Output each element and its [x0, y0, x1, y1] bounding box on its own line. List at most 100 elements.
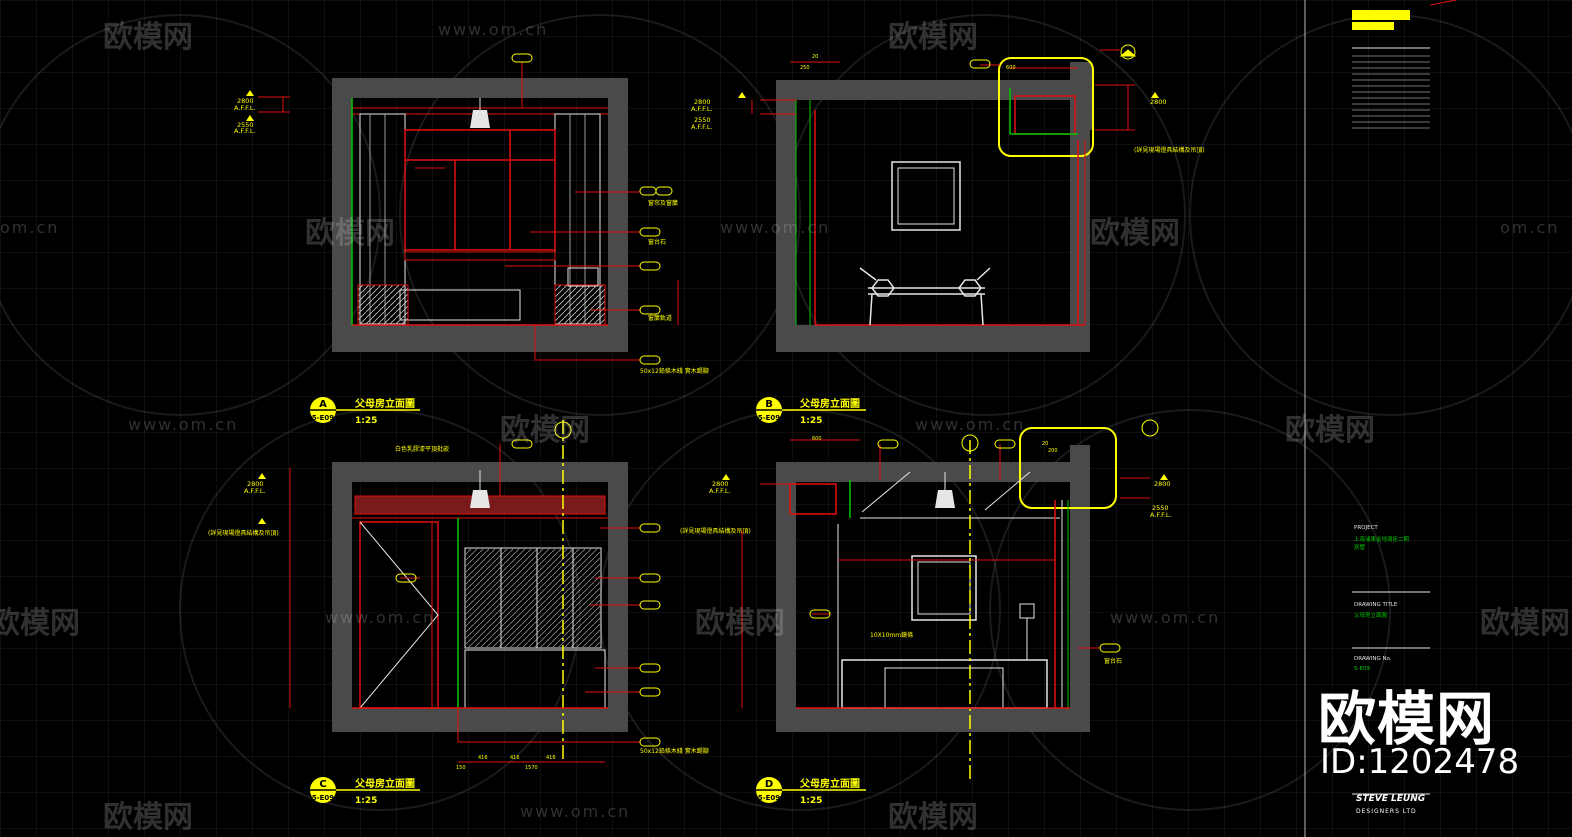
big-watermark-logo: 欧模网	[1318, 685, 1496, 753]
view-letter-d: D	[765, 779, 773, 790]
note-b-ceiling: (詳見現場燈具結構及吊頂)	[1134, 146, 1205, 154]
view-title-text-a: 父母房立面圖	[354, 397, 415, 410]
watermark-logo-6: 欧模网	[1285, 413, 1375, 448]
watermark-logo-3: 欧模网	[305, 216, 395, 251]
watermark-site-6: www.om.cn	[915, 415, 1026, 434]
note-a-base: 窗簾軌道	[648, 314, 672, 322]
note-a-skirting: 50x12鉛條木綫 實木踢腳	[640, 367, 709, 375]
project-label: PROJECT	[1354, 525, 1378, 531]
dim-d-2: 200	[1048, 448, 1058, 454]
view-letter-b: B	[765, 399, 773, 410]
level-a-affl: A.F.F.L.	[234, 104, 256, 112]
level-b-upper: 2800	[694, 98, 711, 106]
dim-c-2: 416	[510, 755, 520, 761]
view-sheet-c: 5-E09	[312, 794, 334, 802]
watermark-site-5: www.om.cn	[128, 415, 239, 434]
watermark-logo-9: 欧模网	[1480, 606, 1570, 641]
watermark-logo-10: 欧模网	[103, 800, 193, 835]
drawing-title: 父母房立面圖	[1354, 611, 1388, 619]
elevation-d: 20 600 200 10X10mm鏡條 窗台石 (詳見現場燈具結構及吊頂) 2…	[680, 419, 1172, 780]
watermark-site-3: www.om.cn	[720, 218, 831, 237]
dim-b-2: 20	[812, 54, 818, 60]
watermark-logo-2: 欧模网	[888, 20, 978, 55]
level-c-affl: A.F.F.L.	[244, 487, 266, 495]
note-d-mirror: 10X10mm鏡條	[870, 631, 913, 639]
drawing-no-label: DRAWING No.	[1354, 656, 1392, 662]
note-c-ceiling: (詳見現場燈具結構及吊頂)	[208, 529, 279, 537]
pendant-lamp-d	[935, 490, 955, 508]
drawing-no: 5-E09	[1354, 666, 1370, 672]
view-sheet-a: 5-E09	[312, 414, 334, 422]
level-d-upper: 2800	[712, 480, 729, 488]
watermark-logo-8: 欧模网	[695, 606, 785, 641]
level-d-right: 2800	[1154, 480, 1171, 488]
callout-b-detail	[998, 57, 1094, 157]
level-b-lower: 2550	[694, 116, 711, 124]
level-c-upper: 2800	[247, 480, 264, 488]
view-sheet-b: 5-E09	[758, 414, 780, 422]
level-a-affl2: A.F.F.L.	[234, 127, 256, 135]
view-scale-c: 1:25	[355, 796, 377, 806]
dim-c-total: 1570	[525, 765, 538, 771]
watermark-site-7: www.om.cn	[325, 608, 436, 627]
wall-painting	[891, 161, 961, 231]
cabinet-left	[357, 284, 409, 326]
dim-b-0: 600	[1006, 65, 1016, 71]
view-title-b: B 5-E09 父母房立面圖 1:25	[756, 397, 866, 426]
brand-sub: DESIGNERS LTD	[1356, 808, 1417, 815]
watermark-logo-1: 欧模网	[103, 20, 193, 55]
watermark-site-2: om.cn	[0, 218, 60, 237]
drawing-title-label: DRAWING TITLE	[1354, 602, 1398, 608]
mirror	[911, 555, 977, 621]
cabinet-right	[554, 284, 606, 326]
dim-b-1: 250	[800, 65, 810, 71]
bench	[859, 267, 991, 326]
dim-d-0: 20	[1042, 441, 1048, 447]
level-b-affl: A.F.F.L.	[691, 105, 713, 113]
view-title-a: A 5-E09 父母房立面圖 1:25	[310, 397, 420, 426]
note-a-cushion: 窗台石	[648, 238, 666, 246]
level-d-affl2: A.F.F.L.	[1150, 511, 1172, 519]
view-title-d: D 5-E09 父母房立面圖 1:25	[756, 777, 866, 806]
watermark-logo-5: 欧模网	[500, 413, 590, 448]
note-d-ceiling: (詳見現場燈具結構及吊頂)	[680, 527, 751, 535]
elevation-c: 416 416 416 150 1570 白色乳膠漆平頂批嵌 50x12鉛條木綫…	[208, 420, 709, 771]
level-b-affl2: A.F.F.L.	[691, 123, 713, 131]
elevation-b: 600 250 20 (詳見現場燈具結構及吊頂) 2800 A.F.F.L. 2…	[691, 44, 1205, 352]
note-d-sill: 窗台石	[1104, 657, 1122, 665]
note-c-top: 白色乳膠漆平頂批嵌	[395, 445, 449, 453]
watermark-logo-4: 欧模网	[1090, 216, 1180, 251]
level-a-lower: 2550	[237, 121, 254, 129]
level-d-affl: A.F.F.L.	[709, 487, 731, 495]
dim-c-1: 416	[478, 755, 488, 761]
watermark-site-9: www.om.cn	[520, 802, 631, 821]
dim-d-1: 600	[812, 436, 822, 442]
pendant-lamp	[470, 110, 490, 128]
level-b-right: 2800	[1150, 98, 1167, 106]
view-scale-a: 1:25	[355, 416, 377, 426]
window-frame	[404, 129, 556, 251]
view-letter-a: A	[319, 399, 327, 410]
view-sheet-d: 5-E09	[758, 794, 780, 802]
elevation-a: 窗帘及窗簾 窗台石 窗簾軌道 50x12鉛條木綫 實木踢腳 2800 A.F.F…	[234, 53, 709, 375]
dim-c-3: 416	[546, 755, 556, 761]
watermark-site-8: www.om.cn	[1110, 608, 1221, 627]
level-d-lower: 2550	[1152, 504, 1169, 512]
view-title-text-b: 父母房立面圖	[799, 397, 860, 410]
view-scale-d: 1:25	[800, 796, 822, 806]
note-c-skirting: 50x12鉛條木綫 實木踢腳	[640, 747, 709, 755]
view-title-c: C 5-E09 父母房立面圖 1:25	[310, 777, 420, 806]
view-title-text-d: 父母房立面圖	[799, 777, 860, 790]
project-sub: 別墅	[1354, 543, 1366, 551]
watermark-site-4: om.cn	[1500, 218, 1560, 237]
watermark-site-1: www.om.cn	[438, 20, 549, 39]
title-block: PROJECT 上海浦東金地湯臣二期 別墅 DRAWING TITLE 父母房立…	[1304, 0, 1457, 837]
view-scale-b: 1:25	[800, 416, 822, 426]
view-title-text-c: 父母房立面圖	[354, 777, 415, 790]
pendant-lamp-c	[470, 490, 490, 508]
brand-name: STEVE LEUNG	[1356, 794, 1426, 804]
watermark-logo-11: 欧模网	[888, 800, 978, 835]
watermark-logo-7: 欧模网	[0, 606, 80, 641]
